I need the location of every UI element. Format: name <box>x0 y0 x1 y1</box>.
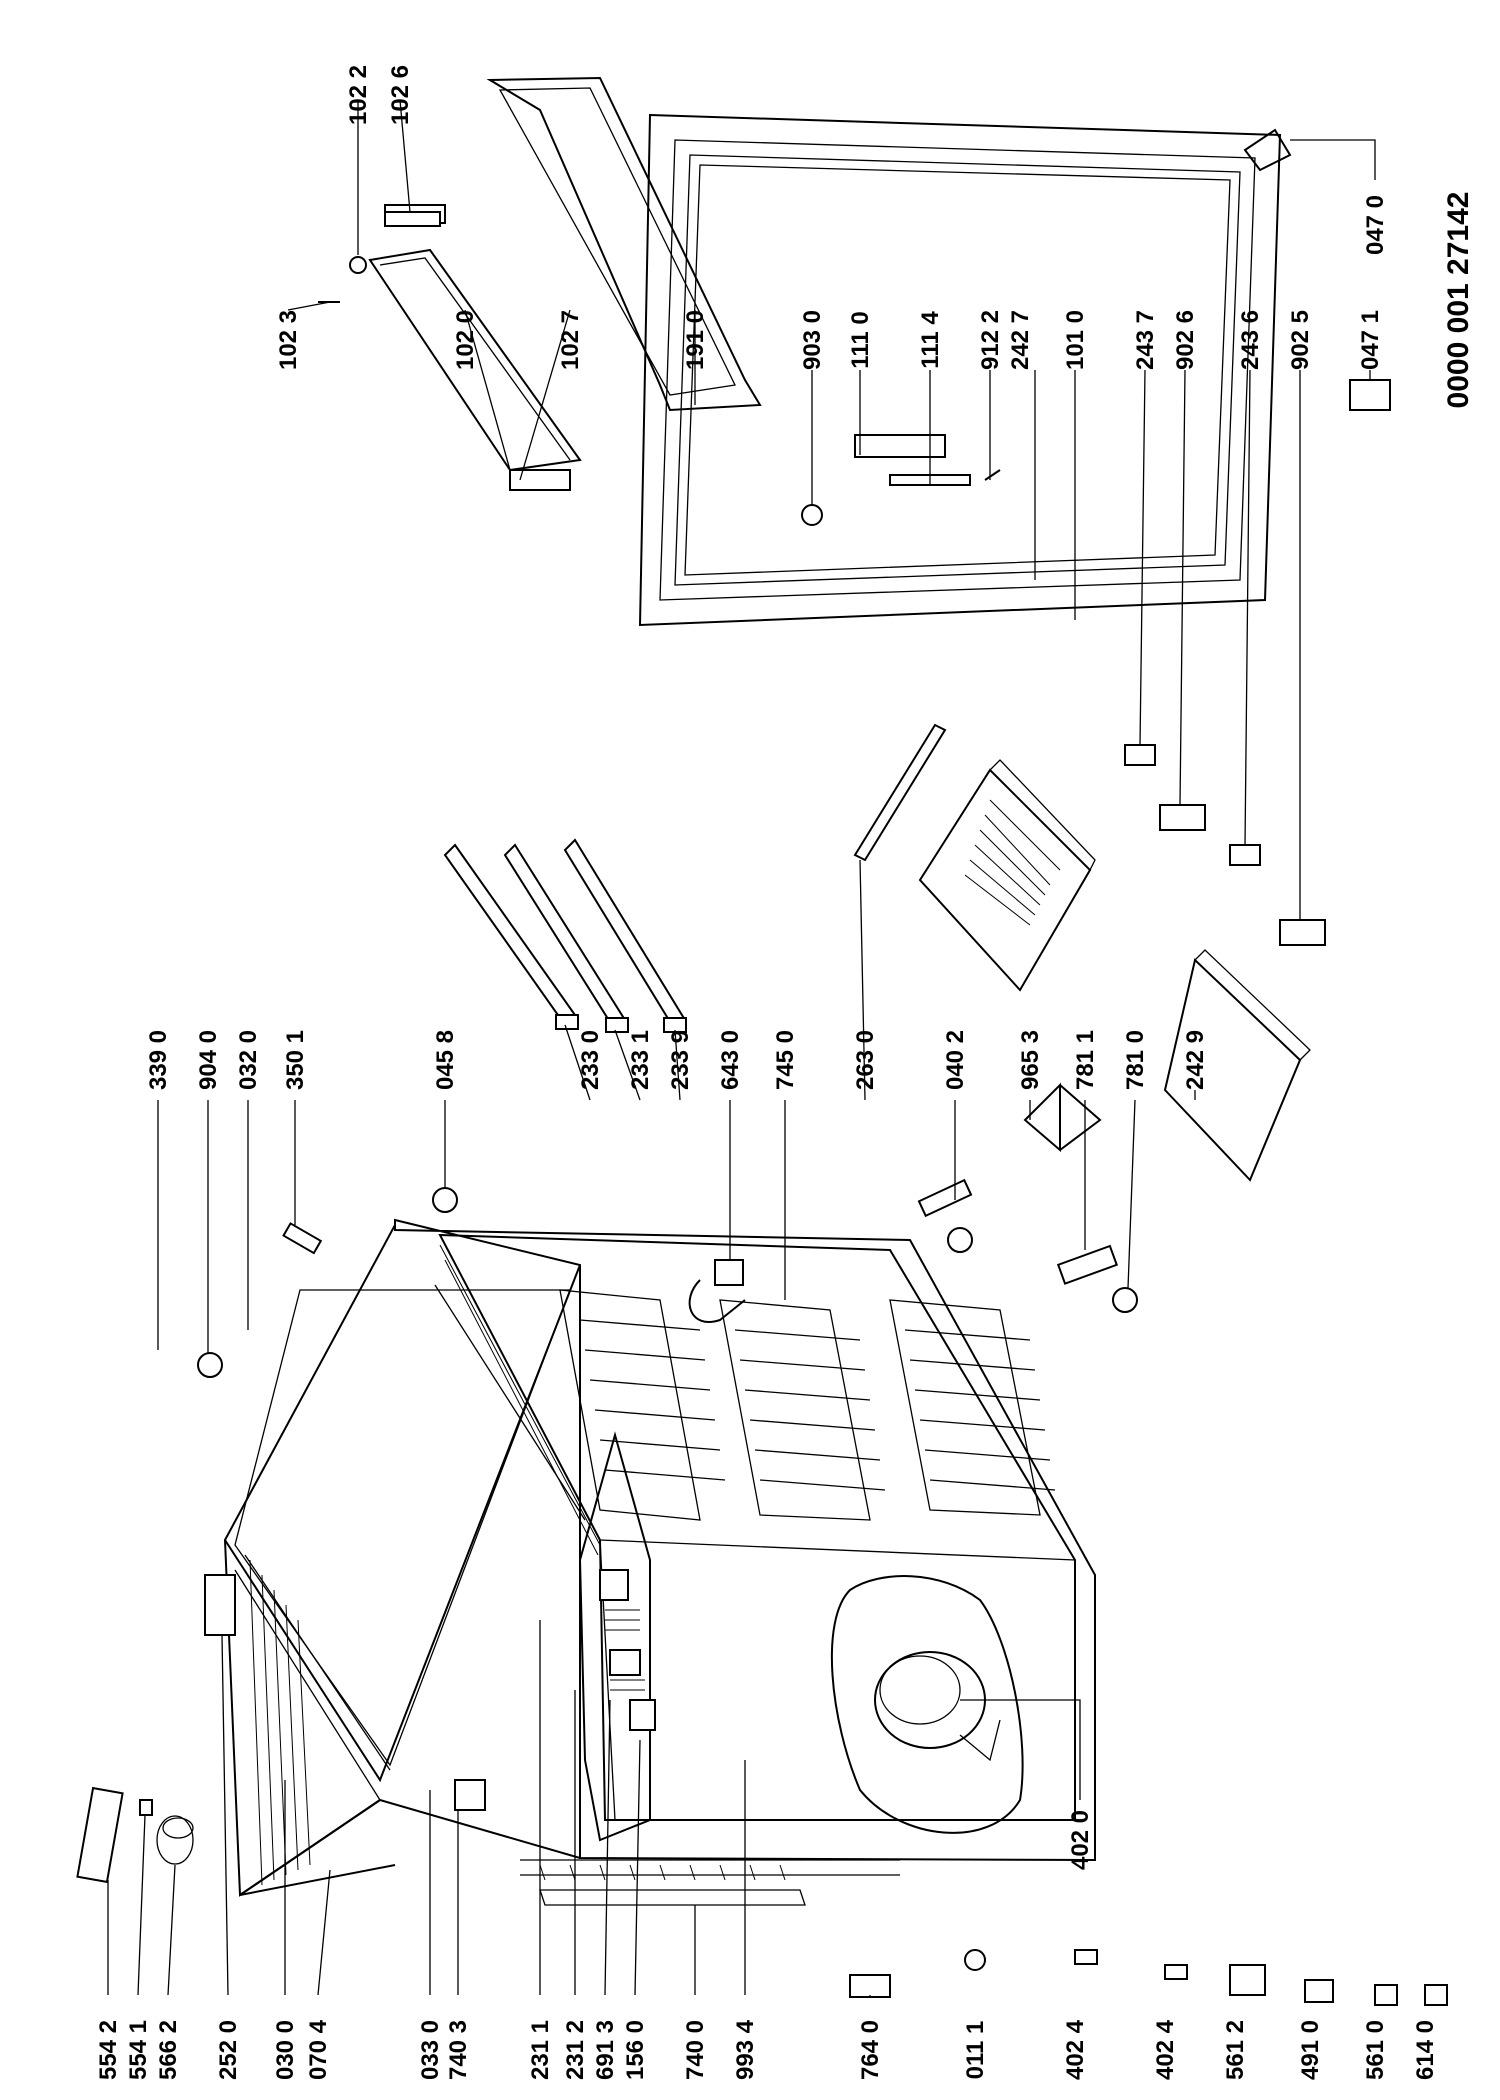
top-grille <box>249 1559 311 1886</box>
part-label-561-2: 561 2 <box>1222 2020 1249 2080</box>
crisper-drawer-upper <box>918 759 1096 992</box>
part-label-764-0: 764 0 <box>857 2020 884 2080</box>
part-label-691-3: 691 3 <box>592 2020 619 2080</box>
part-label-491-0: 491 0 <box>1297 2020 1324 2080</box>
part-label-263-0: 263 0 <box>852 1030 879 1090</box>
part-label-102-2: 102 2 <box>345 65 372 125</box>
part-label-252-0: 252 0 <box>215 2020 242 2080</box>
part-label-339-0: 339 0 <box>145 1030 172 1090</box>
part-label-614-0: 614 0 <box>1412 2020 1439 2080</box>
part-label-030-0: 030 0 <box>272 2020 299 2080</box>
part-label-033-0: 033 0 <box>417 2020 444 2080</box>
part-label-045-8: 045 8 <box>432 1030 459 1090</box>
part-label-740-3: 740 3 <box>445 2020 472 2080</box>
part-label-156-0: 156 0 <box>622 2020 649 2080</box>
small-parts <box>76 128 1448 2006</box>
part-label-040-2: 040 2 <box>942 1030 969 1090</box>
part-label-111-0: 111 0 <box>847 311 874 368</box>
part-label-643-0: 643 0 <box>717 1030 744 1090</box>
part-label-554-1: 554 1 <box>125 2020 152 2080</box>
part-label-993-4: 993 4 <box>732 2019 759 2080</box>
part-label-402-4-a: 402 4 <box>1062 2019 1089 2080</box>
part-label-561-0: 561 0 <box>1362 2020 1389 2080</box>
part-label-402-0: 402 0 <box>1067 1810 1094 1870</box>
shelf-rails <box>443 838 687 1033</box>
part-label-402-4-b: 402 4 <box>1152 2019 1179 2080</box>
part-label-902-5: 902 5 <box>1287 310 1314 370</box>
part-label-070-4: 070 4 <box>305 2019 332 2080</box>
part-label-902-6: 902 6 <box>1172 310 1199 370</box>
part-label-032-0: 032 0 <box>235 1030 262 1090</box>
wire-shelves <box>559 1289 1056 1521</box>
part-label-102-6: 102 6 <box>387 65 414 125</box>
trim-bar <box>853 723 947 862</box>
part-label-242-7: 242 7 <box>1007 310 1034 370</box>
part-label-111-4: 111 4 <box>917 311 944 369</box>
part-label-243-6: 243 6 <box>1237 310 1264 370</box>
part-label-350-1: 350 1 <box>282 1030 309 1090</box>
part-label-101-0: 101 0 <box>1062 310 1089 370</box>
part-label-781-0: 781 0 <box>1122 1030 1149 1090</box>
part-label-047-0: 047 0 <box>1362 195 1389 255</box>
part-label-965-3: 965 3 <box>1017 1030 1044 1090</box>
control-panel <box>578 1431 656 1842</box>
part-label-912-2: 912 2 <box>977 310 1004 370</box>
part-label-231-2: 231 2 <box>562 2020 589 2080</box>
part-label-102-7: 102 7 <box>557 310 584 370</box>
part-label-781-1: 781 1 <box>1072 1030 1099 1090</box>
part-label-233-9: 233 9 <box>667 1030 694 1090</box>
part-label-904-0: 904 0 <box>195 1030 222 1090</box>
part-label-102-3: 102 3 <box>275 310 302 370</box>
door-drawing <box>638 113 1282 627</box>
part-label-047-1: 047 1 <box>1357 310 1384 370</box>
part-label-903-0: 903 0 <box>799 310 826 370</box>
part-label-740-0: 740 0 <box>682 2020 709 2080</box>
part-label-243-7: 243 7 <box>1132 310 1159 370</box>
part-label-011-1: 011 1 <box>962 2021 989 2080</box>
part-label-102-0: 102 0 <box>452 310 479 370</box>
crisper-drawer-lower <box>1163 949 1311 1182</box>
part-label-566-2: 566 2 <box>155 2020 182 2080</box>
part-label-745-0: 745 0 <box>772 1030 799 1090</box>
part-label-231-1: 231 1 <box>527 2020 554 2080</box>
door-gasket <box>486 76 762 412</box>
part-label-233-0: 233 0 <box>577 1030 604 1090</box>
cabinet-drawing <box>223 1218 1096 1906</box>
compressor-cutout <box>830 1575 1024 1834</box>
document-number: 0000 001 27142 <box>1442 192 1475 409</box>
part-labels: 554 2 554 1 566 2 252 0 030 0 070 4 033 … <box>95 65 1439 2080</box>
part-label-242-9: 242 9 <box>1182 1030 1209 1090</box>
part-label-191-0: 191 0 <box>682 310 709 370</box>
part-label-233-1: 233 1 <box>627 1030 654 1090</box>
part-label-554-2: 554 2 <box>95 2020 122 2080</box>
leader-lines <box>107 99 1376 1997</box>
